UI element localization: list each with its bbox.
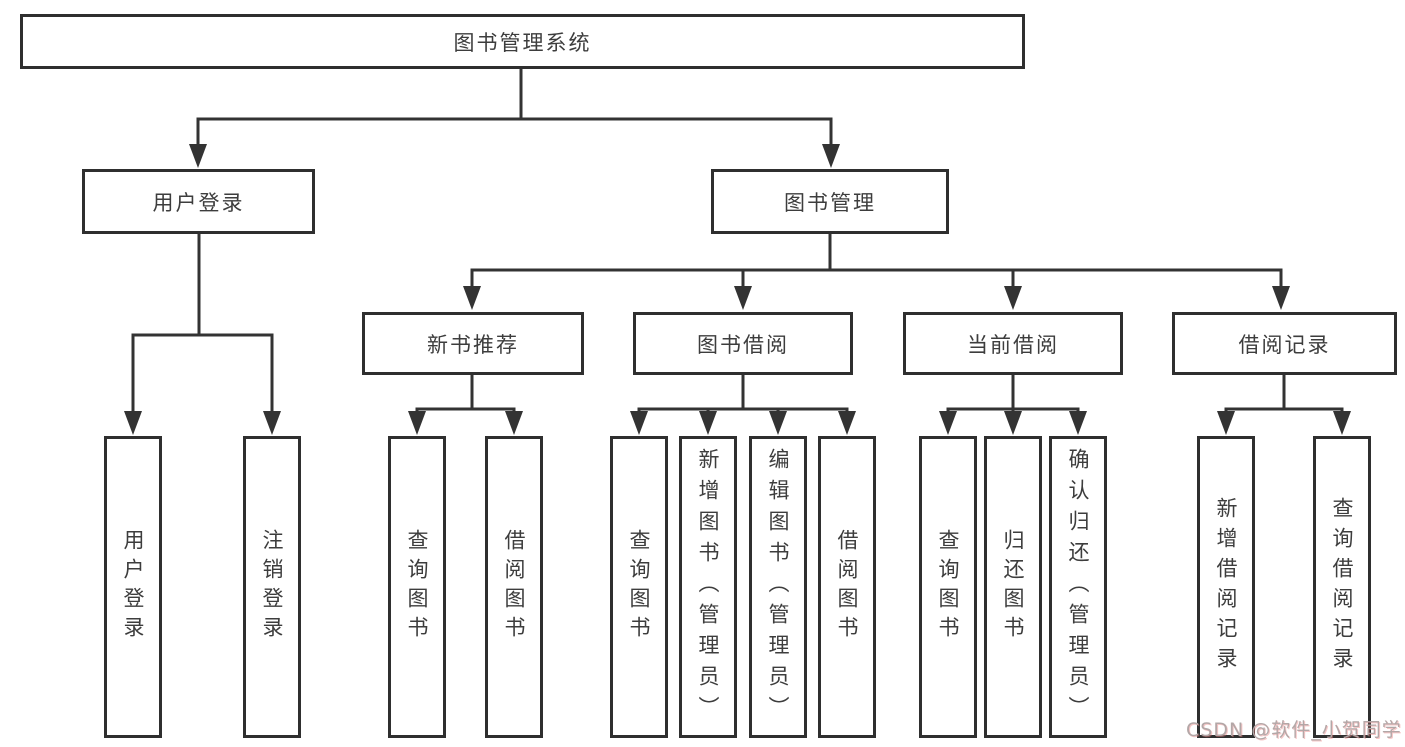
leaf-borrow-books-recommend: 借阅图书 [485,436,543,738]
node-library-system: 图书管理系统 [20,14,1025,69]
connector-book-borrowing-children [630,374,856,435]
node-book-borrowing: 图书借阅 [633,312,853,375]
leaf-search-books-recommend: 查询图书 [388,436,446,738]
node-label: 用户登录 [152,190,245,215]
node-current-borrowing: 当前借阅 [903,312,1123,375]
leaf-edit-books-admin: 编辑图书（管理员） [749,436,807,738]
leaf-user-login: 用户登录 [104,436,162,738]
leaf-add-borrow-record: 新增借阅记录 [1197,436,1255,738]
node-label: 归还图书 [1001,529,1025,645]
node-label: 图书借阅 [697,332,789,357]
node-label: 查询图书 [627,529,651,645]
connector-user-login-children [124,232,281,435]
node-label: 借阅图书 [835,529,859,645]
leaf-search-books-current: 查询图书 [919,436,977,738]
leaf-confirm-return-admin: 确认归还（管理员） [1049,436,1107,738]
node-label: 当前借阅 [967,332,1059,357]
leaf-logout: 注销登录 [243,436,301,738]
node-label: 借阅记录 [1238,332,1331,357]
node-label: 查询图书 [936,529,960,645]
node-label: 编辑图书（管理员） [766,447,790,727]
connector-root-to-level2 [189,67,840,168]
node-new-book-recommendation: 新书推荐 [362,312,584,375]
node-borrowing-records: 借阅记录 [1172,312,1397,375]
node-label: 新书推荐 [427,332,519,357]
node-label: 用户登录 [121,529,145,645]
node-user-login: 用户登录 [82,169,315,234]
watermark: CSDN @软件_小贺同学 [1186,719,1402,741]
leaf-search-borrow-record: 查询借阅记录 [1313,436,1371,738]
node-label: 图书管理系统 [453,30,592,55]
node-book-management: 图书管理 [711,169,949,234]
connector-current-borrowing-children [939,374,1087,435]
node-label: 查询借阅记录 [1330,497,1354,677]
leaf-add-books-admin: 新增图书（管理员） [679,436,737,738]
leaf-search-books-borrowing: 查询图书 [610,436,668,738]
node-label: 借阅图书 [502,529,526,645]
leaf-return-books: 归还图书 [984,436,1042,738]
connector-book-management-children [463,233,1290,310]
connector-borrowing-records-children [1217,374,1351,435]
node-label: 新增借阅记录 [1214,497,1238,677]
node-label: 注销登录 [260,529,284,645]
node-label: 确认归还（管理员） [1066,447,1090,727]
node-label: 新增图书（管理员） [696,447,720,727]
connector-new-book-recommendation-children [408,374,523,435]
node-label: 查询图书 [405,529,429,645]
leaf-borrow-books-borrowing: 借阅图书 [818,436,876,738]
node-label: 图书管理 [784,190,876,215]
